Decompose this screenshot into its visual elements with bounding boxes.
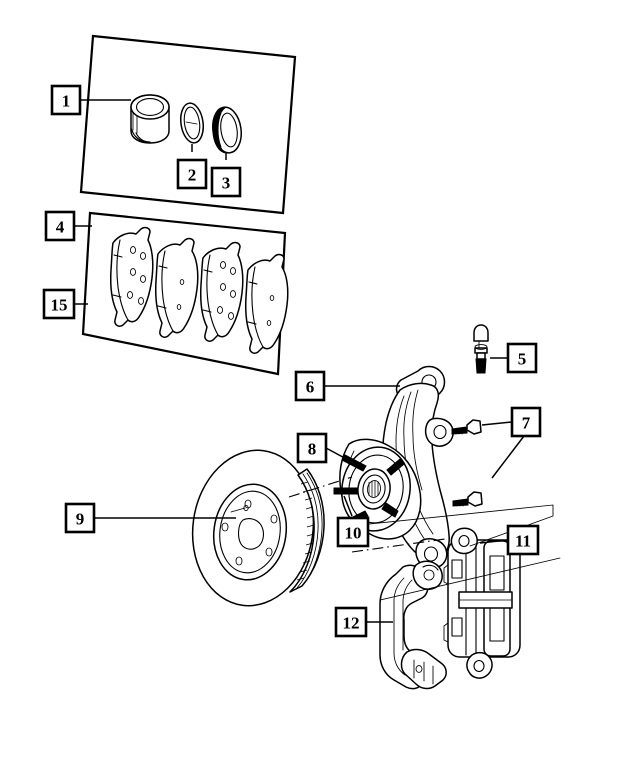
disc-brake-caliper [443,527,521,679]
callout-10-number: 10 [345,524,362,543]
caliper-bolt-upper [451,419,482,435]
caliper-bolt-lower [452,491,483,507]
callout-6-number: 6 [306,378,315,397]
callout-12[interactable]: 12 [334,606,368,638]
wheel-stud [386,458,405,476]
callout-8-number: 8 [308,440,317,459]
callout-1-number: 1 [62,92,71,111]
callout-2[interactable]: 2 [176,158,208,190]
leader-7b [491,435,525,479]
callout-11[interactable]: 11 [506,524,540,556]
callout-9-number: 9 [76,510,85,529]
hub-and-bearing [333,446,411,532]
rotor-vent-fins [296,481,315,581]
leader-11 [479,539,509,544]
wheel-stud [381,502,399,518]
callout-leader-lines [74,99,525,623]
callout-boxes: 1 2 3 4 15 5 6 7 [42,84,542,638]
callout-11-number: 11 [515,532,531,551]
callout-3-number: 3 [222,174,231,193]
callout-2-number: 2 [188,166,197,185]
callout-9[interactable]: 9 [64,502,96,534]
caliper-adapter-bracket [379,560,447,690]
callout-10[interactable]: 10 [336,516,370,548]
callout-4[interactable]: 4 [44,210,76,242]
callout-8[interactable]: 8 [296,432,328,464]
wheel-stud [333,487,359,495]
leader-8 [325,447,353,463]
bleeder-screw [473,324,489,374]
brake-pad-3 [200,241,244,342]
callout-15-number: 15 [51,296,68,315]
callout-7[interactable]: 7 [510,406,542,438]
caliper-mounting-bolts [451,419,483,507]
piston-kit-panel-group [79,34,297,215]
brake-pad-1 [110,226,154,327]
brake-pad-panel-group [81,211,289,376]
piston-dust-boot [212,106,242,154]
brake-pad-4 [245,253,289,354]
callout-3[interactable]: 3 [210,166,242,198]
callout-6[interactable]: 6 [294,370,326,402]
callout-4-number: 4 [56,218,65,237]
caliper-piston [130,94,170,144]
leader-7a [481,421,513,426]
leader-10 [343,495,353,517]
callout-12-number: 12 [343,614,360,633]
callout-1[interactable]: 1 [50,84,82,116]
brake-pad-2 [155,237,199,338]
callout-15[interactable]: 15 [42,288,76,320]
callout-5-number: 5 [518,350,527,369]
brake-rotor [191,449,325,607]
hub-splines [368,481,379,497]
callout-5[interactable]: 5 [506,342,538,374]
piston-seal [180,102,204,144]
callout-7-number: 7 [522,414,531,433]
